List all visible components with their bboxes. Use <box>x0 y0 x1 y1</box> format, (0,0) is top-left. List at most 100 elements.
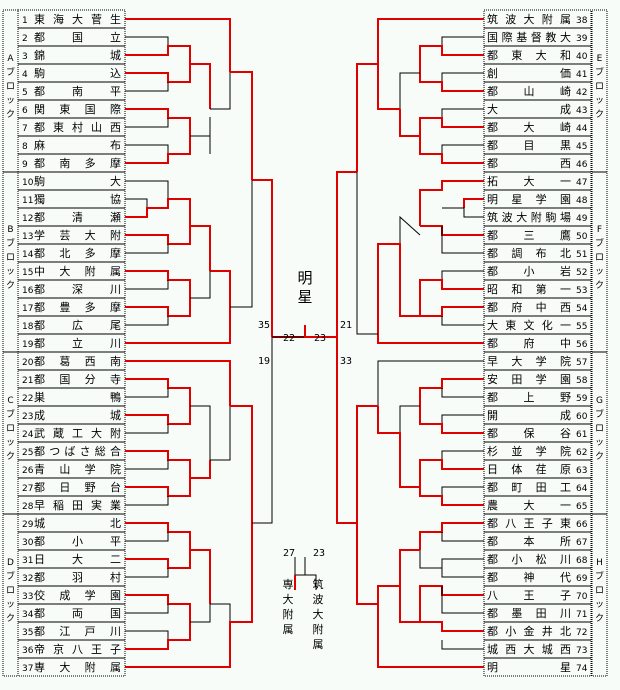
third-right-team-char: 附 <box>313 622 324 636</box>
team-name: 駒込 <box>34 67 121 80</box>
team-name: 都府中西 <box>487 300 571 314</box>
team-name: 都広尾 <box>34 319 121 332</box>
block-label-char: ブ <box>6 408 15 420</box>
team-number: 42 <box>576 88 587 98</box>
team-row <box>483 135 592 155</box>
block-label-char: ッ <box>595 600 604 610</box>
team-name: 都山崎 <box>487 84 571 98</box>
left-bracket-line <box>125 244 169 254</box>
team-name: 都つばさ総合 <box>34 444 121 458</box>
right-bracket-line <box>399 109 420 137</box>
team-number: 53 <box>576 286 587 296</box>
team-row <box>483 423 592 443</box>
team-number: 65 <box>576 502 587 512</box>
team-name: 巣鴨 <box>34 390 121 404</box>
team-number: 61 <box>576 430 587 440</box>
team-row <box>483 495 592 515</box>
block-label-char: ク <box>6 280 15 291</box>
team-row <box>483 153 592 173</box>
team-number: 30 <box>22 538 34 548</box>
block-label-char: ッ <box>6 267 15 277</box>
team-name: 麻布 <box>34 138 121 152</box>
team-number: 43 <box>576 106 587 116</box>
right-bracket-line <box>419 136 484 164</box>
team-name: 都西 <box>487 157 571 170</box>
team-name: 大東文化一 <box>487 318 571 332</box>
team-name: 都日野台 <box>34 480 121 494</box>
team-name: 佼成学園 <box>34 588 121 602</box>
block-label-char: ロ <box>595 82 604 92</box>
team-number: 1 <box>22 16 28 26</box>
left-bracket-line <box>125 622 191 650</box>
left-bracket-line <box>190 549 211 604</box>
left-bracket-line <box>125 36 169 55</box>
block-label-box <box>591 9 608 173</box>
right-bracket-line <box>377 406 420 488</box>
semi-left-score-2: 19 <box>258 356 270 367</box>
team-number: 51 <box>576 250 587 260</box>
team-name: 都東村山西 <box>34 120 121 134</box>
team-name: 都調布北 <box>487 246 571 260</box>
left-bracket-line <box>125 144 169 154</box>
left-bracket-line <box>190 405 211 460</box>
team-row <box>483 513 592 533</box>
team-number: 9 <box>22 160 28 170</box>
block-label-char: ロ <box>6 253 15 263</box>
team-number: 19 <box>22 340 34 350</box>
right-bracket-line <box>419 459 484 487</box>
team-name: 昭和第一 <box>487 282 571 296</box>
team-number: 38 <box>576 16 588 26</box>
third-right-team-char: 波 <box>313 593 324 606</box>
team-name: 都小金井北 <box>487 624 571 638</box>
team-name: 都墨田川 <box>487 607 571 620</box>
team-number: 32 <box>22 574 33 584</box>
left-bracket-line <box>125 594 191 622</box>
team-name: 創価 <box>487 66 571 80</box>
right-bracket-line <box>441 414 484 424</box>
team-number: 27 <box>22 484 33 494</box>
block-label-box <box>591 513 608 677</box>
team-row <box>483 63 592 83</box>
team-number: 35 <box>22 628 33 638</box>
block-label-char: ク <box>6 109 15 120</box>
right-bracket-line <box>441 586 484 614</box>
team-row <box>483 99 592 119</box>
semi-right-score-2: 33 <box>340 356 352 367</box>
team-number: 39 <box>576 34 588 44</box>
team-number: 11 <box>22 196 33 206</box>
team-number: 70 <box>576 592 588 602</box>
team-number: 44 <box>576 124 588 134</box>
left-bracket-line <box>125 550 191 569</box>
block-label-char: ロ <box>595 586 604 596</box>
team-name: 都立川 <box>34 336 121 350</box>
block-label-char: ロ <box>6 424 15 434</box>
left-bracket-line <box>125 108 191 136</box>
team-name: 帝京八王子 <box>34 642 121 656</box>
team-row <box>483 9 592 29</box>
team-name: 都町田工 <box>487 481 571 494</box>
team-number: 20 <box>22 358 34 368</box>
third-right-team-char: 属 <box>313 638 324 651</box>
team-name: 明星学園 <box>487 192 571 206</box>
team-name: 都南多摩 <box>34 156 121 170</box>
team-number: 66 <box>576 520 588 530</box>
block-label-char: C <box>7 396 13 406</box>
right-bracket-line <box>441 532 484 542</box>
team-number: 63 <box>576 466 587 476</box>
team-number: 25 <box>22 448 33 458</box>
right-bracket-line <box>377 585 420 623</box>
team-number: 47 <box>576 178 587 188</box>
left-bracket-line <box>125 82 169 92</box>
team-name: 都国分寺 <box>34 373 121 386</box>
right-bracket-line <box>419 45 484 73</box>
final-left-score: 22 <box>283 333 295 344</box>
team-name: 八王子 <box>487 589 571 602</box>
left-bracket-line <box>125 18 231 72</box>
third-left-score: 27 <box>283 548 295 559</box>
right-bracket-line <box>441 388 484 398</box>
third-right-team-char: 筑 <box>313 577 324 591</box>
left-bracket-line <box>125 198 148 208</box>
team-name: 青山学院 <box>34 462 121 476</box>
left-bracket-line <box>125 523 253 668</box>
block-label-char: ク <box>6 613 15 624</box>
